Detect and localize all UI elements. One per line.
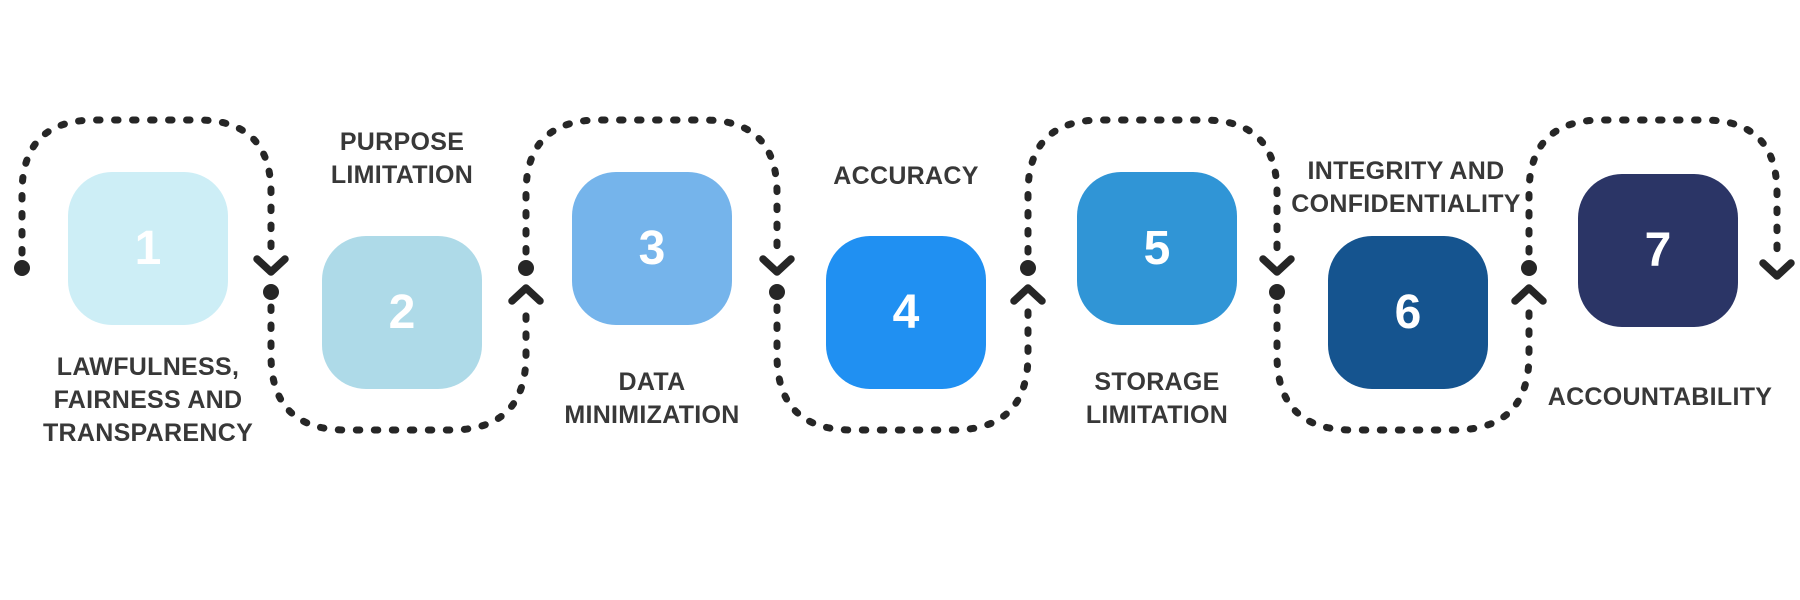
step-1-label-line: FAIRNESS AND (53, 386, 243, 414)
step-3-label: DATA MINIMIZATION (564, 366, 739, 432)
step-1-label: LAWFULNESS, FAIRNESS AND TRANSPARENCY (43, 351, 253, 450)
path-dot-after-step-5 (1269, 284, 1285, 300)
arrow-down-after-step-3 (759, 255, 795, 276)
step-5-number: 5 (1143, 221, 1171, 275)
step-7-label: ACCOUNTABILITY (1548, 381, 1773, 414)
step-4-number: 4 (892, 285, 920, 339)
arrow-down-after-step-1 (253, 255, 289, 276)
step-3-label-line: DATA (618, 368, 686, 396)
step-6-label-line: INTEGRITY AND (1307, 157, 1505, 185)
step-2-label-line: PURPOSE (339, 128, 465, 156)
path-arc-over-step-1 (18, 116, 275, 257)
path-dot-after-step-3 (769, 284, 785, 300)
step-3-label-line: MINIMIZATION (564, 401, 740, 429)
arrow-up-after-step-2 (508, 284, 544, 305)
step-2-label: PURPOSE LIMITATION (331, 126, 473, 192)
step-2-number: 2 (388, 285, 416, 339)
path-arc-over-step-3 (522, 116, 781, 256)
step-6-label-line: CONFIDENTIALITY (1291, 190, 1521, 218)
step-7-number: 7 (1644, 223, 1672, 277)
path-start-dot (14, 260, 30, 276)
step-2-square: 2 (322, 236, 482, 389)
arrow-up-after-step-4 (1010, 284, 1046, 305)
arrow-down-end (1759, 259, 1795, 280)
step-4-square: 4 (826, 236, 986, 389)
step-5-label-line: STORAGE (1094, 368, 1220, 396)
step-6-number: 6 (1394, 285, 1422, 339)
step-3-number: 3 (638, 221, 666, 275)
path-dot-after-step-1 (263, 284, 279, 300)
step-7-label-line: ACCOUNTABILITY (1547, 383, 1773, 411)
path-dot-after-step-6 (1521, 260, 1537, 276)
path-dot-after-step-4 (1020, 260, 1036, 276)
path-arrows-group (253, 255, 1795, 305)
path-arc-under-step-6 (1273, 303, 1533, 434)
step-7-square: 7 (1578, 174, 1738, 327)
step-5-square: 5 (1077, 172, 1237, 325)
step-5-label-line: LIMITATION (1085, 401, 1229, 429)
step-1-label-line: TRANSPARENCY (42, 419, 254, 447)
step-1-number: 1 (134, 221, 162, 275)
path-dot-after-step-2 (518, 260, 534, 276)
path-dots-group (14, 260, 1537, 300)
step-6-label: INTEGRITY AND CONFIDENTIALITY (1291, 155, 1521, 221)
step-4-label-line: ACCURACY (833, 162, 979, 190)
step-6-square: 6 (1328, 236, 1488, 389)
path-arc-under-step-2 (267, 303, 530, 434)
step-3-square: 3 (572, 172, 732, 325)
path-arc-over-step-5 (1024, 116, 1281, 256)
step-2-label-line: LIMITATION (330, 161, 474, 189)
step-1-square: 1 (68, 172, 228, 325)
arrow-up-after-step-6 (1511, 284, 1547, 305)
path-arc-under-step-4 (773, 303, 1032, 434)
path-arc-over-step-7 (1525, 116, 1781, 256)
arrow-down-after-step-5 (1259, 255, 1295, 276)
step-4-label: ACCURACY (833, 160, 978, 193)
step-1-label-line: LAWFULNESS, (56, 353, 240, 381)
step-5-label: STORAGE LIMITATION (1086, 366, 1228, 432)
dotted-path-group (18, 116, 1781, 434)
